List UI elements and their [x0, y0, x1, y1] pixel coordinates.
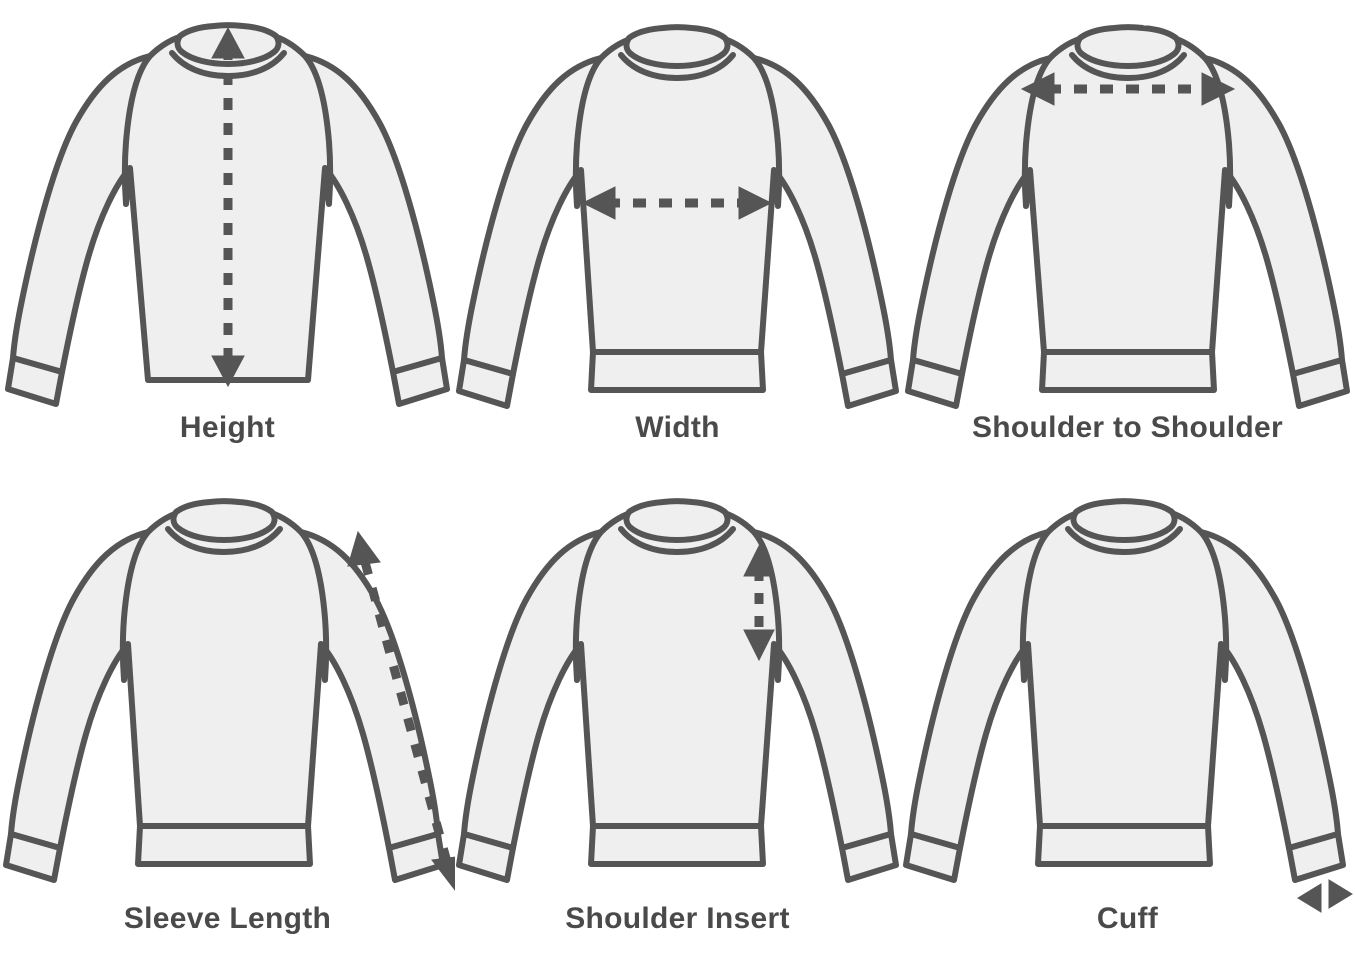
right-sleeve [1202, 55, 1345, 377]
left-sleeve [461, 55, 604, 377]
panel-label-shoulder-to-shoulder: Shoulder to Shoulder [972, 411, 1283, 444]
collar-ribbing [1070, 498, 1178, 543]
arrowhead-upper [347, 530, 381, 567]
measurement-arrow-sleeve-length [347, 530, 455, 891]
panel-height: Height [0, 0, 455, 470]
sweater-figure-width [456, 24, 899, 409]
right-sleeve [1198, 529, 1341, 851]
collar-ribbing [623, 24, 731, 69]
measurement-arrow-height [211, 26, 245, 388]
arrowhead-left [1020, 72, 1055, 106]
neck-opening [165, 526, 283, 555]
panel-label-width: Width [635, 411, 720, 444]
panel-label-shoulder-insert: Shoulder Insert [565, 902, 790, 935]
collar-ribbing [1074, 24, 1182, 69]
right-cuff [1286, 831, 1346, 883]
left-cuff [3, 831, 63, 883]
arrowhead-up [211, 26, 245, 59]
sweater-illustration [905, 24, 1350, 409]
arrowhead-lower [431, 856, 455, 891]
neck-opening [1065, 526, 1183, 555]
measurement-arrow-shoulder-insert [743, 544, 775, 662]
arrowhead-right [1328, 879, 1353, 909]
panel-sleeve-length: Sleeve Length [0, 470, 455, 958]
measurement-arrow-width [581, 186, 773, 220]
hem-band [588, 349, 766, 393]
hem-band [588, 823, 766, 867]
panel-label-height: Height [179, 411, 276, 444]
left-cuff [903, 831, 963, 883]
panel-label-sleeve-length: Sleeve Length [123, 902, 332, 935]
panel-label-cuff: Cuff [1096, 902, 1159, 935]
sweater-figure-shoulder-to-shoulder [905, 24, 1350, 409]
panel-shoulder-to-shoulder: Shoulder to Shoulder [900, 0, 1355, 470]
measurement-arrow-shoulder-to-shoulder [1020, 72, 1236, 106]
arrowhead-right [738, 186, 773, 220]
sweater-illustration [456, 24, 899, 409]
left-sleeve [910, 55, 1053, 377]
hem-band [135, 823, 313, 867]
left-cuff [5, 355, 65, 407]
sweater-figure-height [5, 22, 450, 407]
arrowhead-left [581, 186, 616, 220]
arrowhead-left [1297, 883, 1322, 913]
right-cuff [839, 357, 899, 409]
left-sleeve [908, 529, 1051, 851]
right-cuff [1290, 357, 1350, 409]
panel-shoulder-insert: Shoulder Insert [455, 470, 900, 958]
hem-band [1035, 823, 1213, 867]
right-cuff [390, 355, 450, 407]
arrowhead-down [211, 355, 245, 388]
collar-ribbing [623, 498, 731, 543]
measurement-arrow-cuff [1297, 879, 1353, 913]
neck-opening [618, 526, 736, 555]
panel-cuff: Cuff [900, 470, 1355, 958]
neck-opening [618, 52, 736, 81]
left-sleeve [10, 53, 153, 375]
neck-opening [1069, 52, 1187, 81]
sweater-figure-cuff [903, 498, 1353, 913]
left-cuff [905, 357, 965, 409]
panel-width: Width [455, 0, 900, 470]
arrowhead-right [1201, 72, 1236, 106]
sweater-illustration [456, 498, 899, 883]
left-sleeve [8, 529, 151, 851]
left-cuff [456, 357, 516, 409]
arrowhead-down [743, 629, 775, 662]
sweater-figure-shoulder-insert [456, 498, 899, 883]
arrowhead-up [743, 544, 775, 577]
hem-band [1039, 349, 1217, 393]
sweater-illustration [3, 498, 446, 883]
right-sleeve [751, 55, 894, 377]
right-cuff [839, 831, 899, 883]
right-sleeve [302, 53, 445, 375]
sweater-illustration [903, 498, 1346, 883]
left-cuff [456, 831, 516, 883]
left-sleeve [461, 529, 604, 851]
right-sleeve [751, 529, 894, 851]
collar-ribbing [170, 498, 278, 543]
sweater-figure-sleeve-length [3, 498, 455, 891]
